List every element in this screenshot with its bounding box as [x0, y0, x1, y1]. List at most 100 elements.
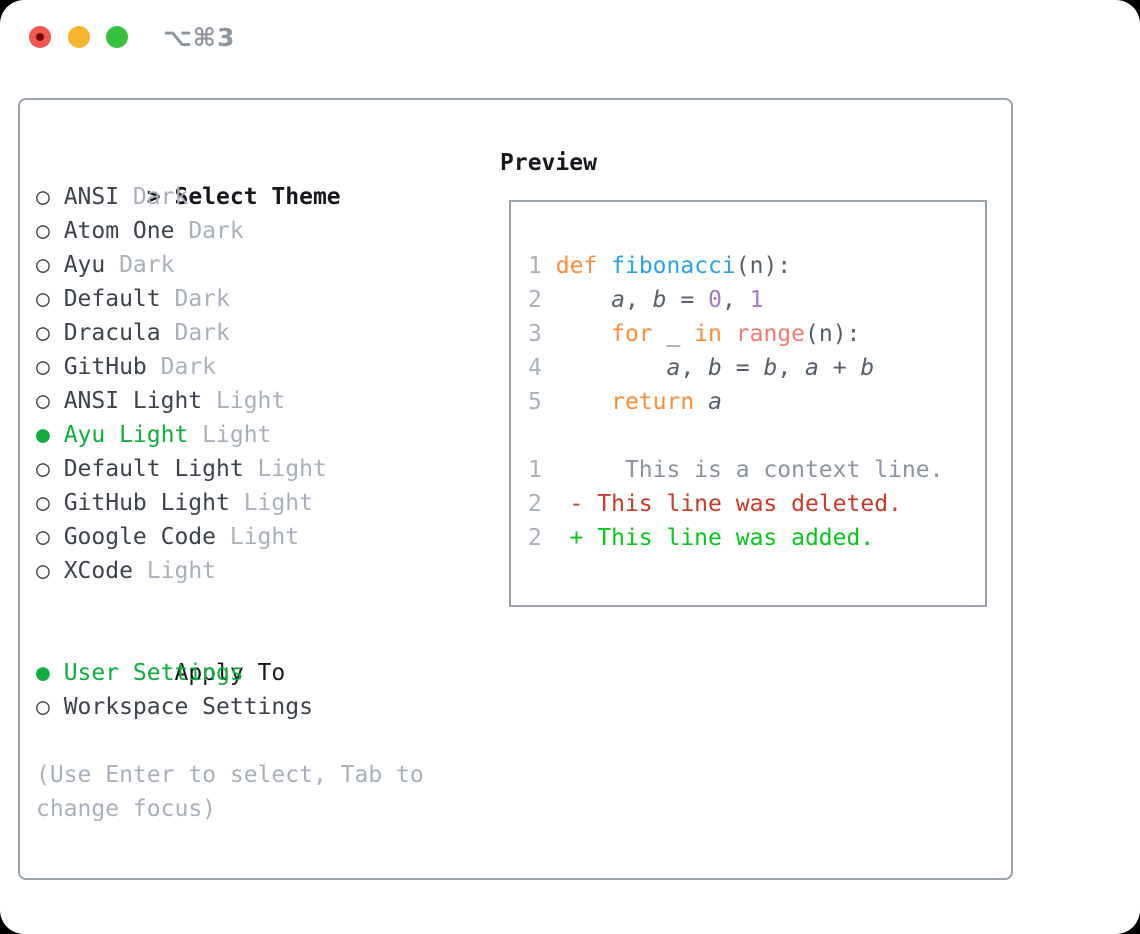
- theme-name: XCode: [63, 558, 133, 584]
- code-token: - This line was deleted.: [541, 491, 902, 517]
- code-token: =: [721, 355, 764, 381]
- theme-variant: Dark: [174, 218, 244, 244]
- theme-name: Default Light: [63, 456, 244, 482]
- theme-item-default-light[interactable]: ○Default Light Light: [36, 452, 456, 486]
- theme-picker-panel: >Select Theme ○ ANSI Dark ○ Atom One Dark ○ A…: [18, 98, 1013, 880]
- code-token: [542, 321, 611, 347]
- theme-item-ayu-light[interactable]: ●Ayu Light Light: [36, 418, 456, 452]
- code-token: 1: [528, 457, 542, 483]
- code-token: [597, 253, 611, 279]
- code-token: def: [555, 253, 598, 279]
- code-token: fibonacci: [611, 253, 736, 279]
- theme-variant: Light: [202, 388, 286, 414]
- theme-item-xcode[interactable]: ○XCode Light: [36, 554, 456, 588]
- theme-name: GitHub Light: [63, 490, 230, 516]
- code-token: 0: [708, 287, 722, 313]
- theme-variant: Light: [132, 558, 217, 584]
- theme-item-github-light[interactable]: ○GitHub Light Light: [36, 486, 456, 520]
- code-token: for: [611, 321, 653, 347]
- radio-selected-icon: ●: [36, 660, 50, 686]
- theme-name: Ayu: [63, 252, 106, 278]
- theme-item-github[interactable]: ○GitHub Dark: [36, 350, 456, 384]
- code-token: a: [708, 389, 722, 415]
- code-token: b: [860, 355, 875, 381]
- code-token: =: [666, 287, 709, 313]
- titlebar: ⌥⌘3: [0, 0, 1140, 74]
- code-line: 2 a, b = 0, 1: [528, 283, 943, 317]
- theme-variant: Dark: [105, 252, 175, 278]
- code-token: [542, 389, 611, 415]
- select-theme-header-row: >Select Theme: [36, 146, 456, 210]
- blank-line: [528, 419, 943, 453]
- theme-list: ○ANSI Dark○Atom One Dark○Ayu Dark○Defaul…: [36, 180, 456, 588]
- theme-variant: Light: [229, 490, 313, 516]
- theme-item-ayu[interactable]: ○ Ayu Dark: [36, 248, 456, 282]
- zoom-button[interactable]: [106, 26, 128, 48]
- code-token: in: [694, 321, 722, 347]
- minimize-button[interactable]: [68, 26, 90, 48]
- spacer-row: [36, 588, 456, 622]
- code-token: 3: [528, 321, 542, 347]
- code-line: 1 def fibonacci(n):: [528, 249, 943, 283]
- theme-item-google-code[interactable]: ○Google Code Light: [36, 520, 456, 554]
- theme-item-atom-one[interactable]: ○ Atom One Dark: [36, 214, 456, 248]
- theme-picker-left-column: >Select Theme ○ ANSI Dark ○ Atom One Dark ○ A…: [36, 146, 456, 826]
- code-token: 1: [749, 287, 764, 313]
- code-token: [542, 287, 611, 313]
- window-title: ⌥⌘3: [163, 23, 236, 52]
- code-token: [542, 253, 556, 279]
- code-token: (n):: [735, 253, 792, 279]
- apply-to-header-row: Apply To: [36, 622, 456, 686]
- code-token: +: [818, 355, 861, 381]
- code-token: b: [763, 355, 778, 381]
- theme-item-dracula[interactable]: ○Dracula Dark: [36, 316, 456, 350]
- footer-hint: (Use Enter to select, Tab to change focu…: [36, 762, 438, 822]
- spacer-row: [36, 724, 456, 758]
- apply-option-label: User Settings: [63, 660, 244, 686]
- theme-name: GitHub: [63, 354, 147, 380]
- theme-name: ANSI Light: [63, 388, 203, 414]
- code-token: ,: [777, 355, 806, 381]
- close-button[interactable]: [29, 26, 51, 48]
- code-token: ,: [721, 287, 750, 313]
- code-token: 4: [528, 355, 542, 381]
- code-token: b: [708, 355, 722, 381]
- preview-title: Preview: [500, 150, 597, 176]
- apply-option-label: Workspace Settings: [63, 694, 313, 720]
- select-theme-title: Select Theme: [174, 184, 341, 210]
- radio-icon: ○: [36, 694, 50, 720]
- theme-name: Default: [63, 286, 161, 312]
- code-token: return: [611, 389, 695, 415]
- theme-item-ansi[interactable]: ○ANSI Dark: [36, 180, 456, 214]
- code-line: 5 return a: [528, 385, 943, 419]
- radio-icon: ○: [36, 252, 50, 278]
- apply-option-workspace-settings[interactable]: ○ Workspace Settings: [36, 690, 456, 724]
- theme-variant: Light: [216, 524, 300, 550]
- code-token: range: [735, 321, 806, 347]
- radio-icon: ○: [36, 354, 50, 380]
- theme-name: ANSI: [63, 184, 120, 210]
- radio-icon: ○: [36, 524, 50, 550]
- radio-icon: ○: [36, 456, 50, 482]
- apply-option-user-settings[interactable]: ● User Settings: [36, 656, 456, 690]
- code-token: _: [652, 321, 695, 347]
- radio-icon: ○: [36, 320, 50, 346]
- code-line: 1 This is a context line.: [528, 453, 943, 487]
- radio-icon: ○: [36, 218, 50, 244]
- code-line: 2 + This line was added.: [528, 521, 943, 555]
- theme-item-default[interactable]: ○Default Dark: [36, 282, 456, 316]
- code-token: 2: [528, 491, 542, 517]
- code-line: 2 - This line was deleted.: [528, 487, 943, 521]
- code-line: 4 a, b = b, a + b: [528, 351, 943, 385]
- apply-to-list: ● User Settings ○ Workspace Settings: [36, 656, 456, 724]
- theme-item-ansi-light[interactable]: ○ ANSI Light Light: [36, 384, 456, 418]
- code-token: a: [805, 355, 819, 381]
- theme-name: Atom One: [63, 218, 175, 244]
- apply-to-title: Apply To: [174, 660, 286, 686]
- radio-icon: ○: [36, 388, 50, 414]
- code-line: 3 for _ in range(n):: [528, 317, 943, 351]
- radio-icon: ○: [36, 184, 50, 210]
